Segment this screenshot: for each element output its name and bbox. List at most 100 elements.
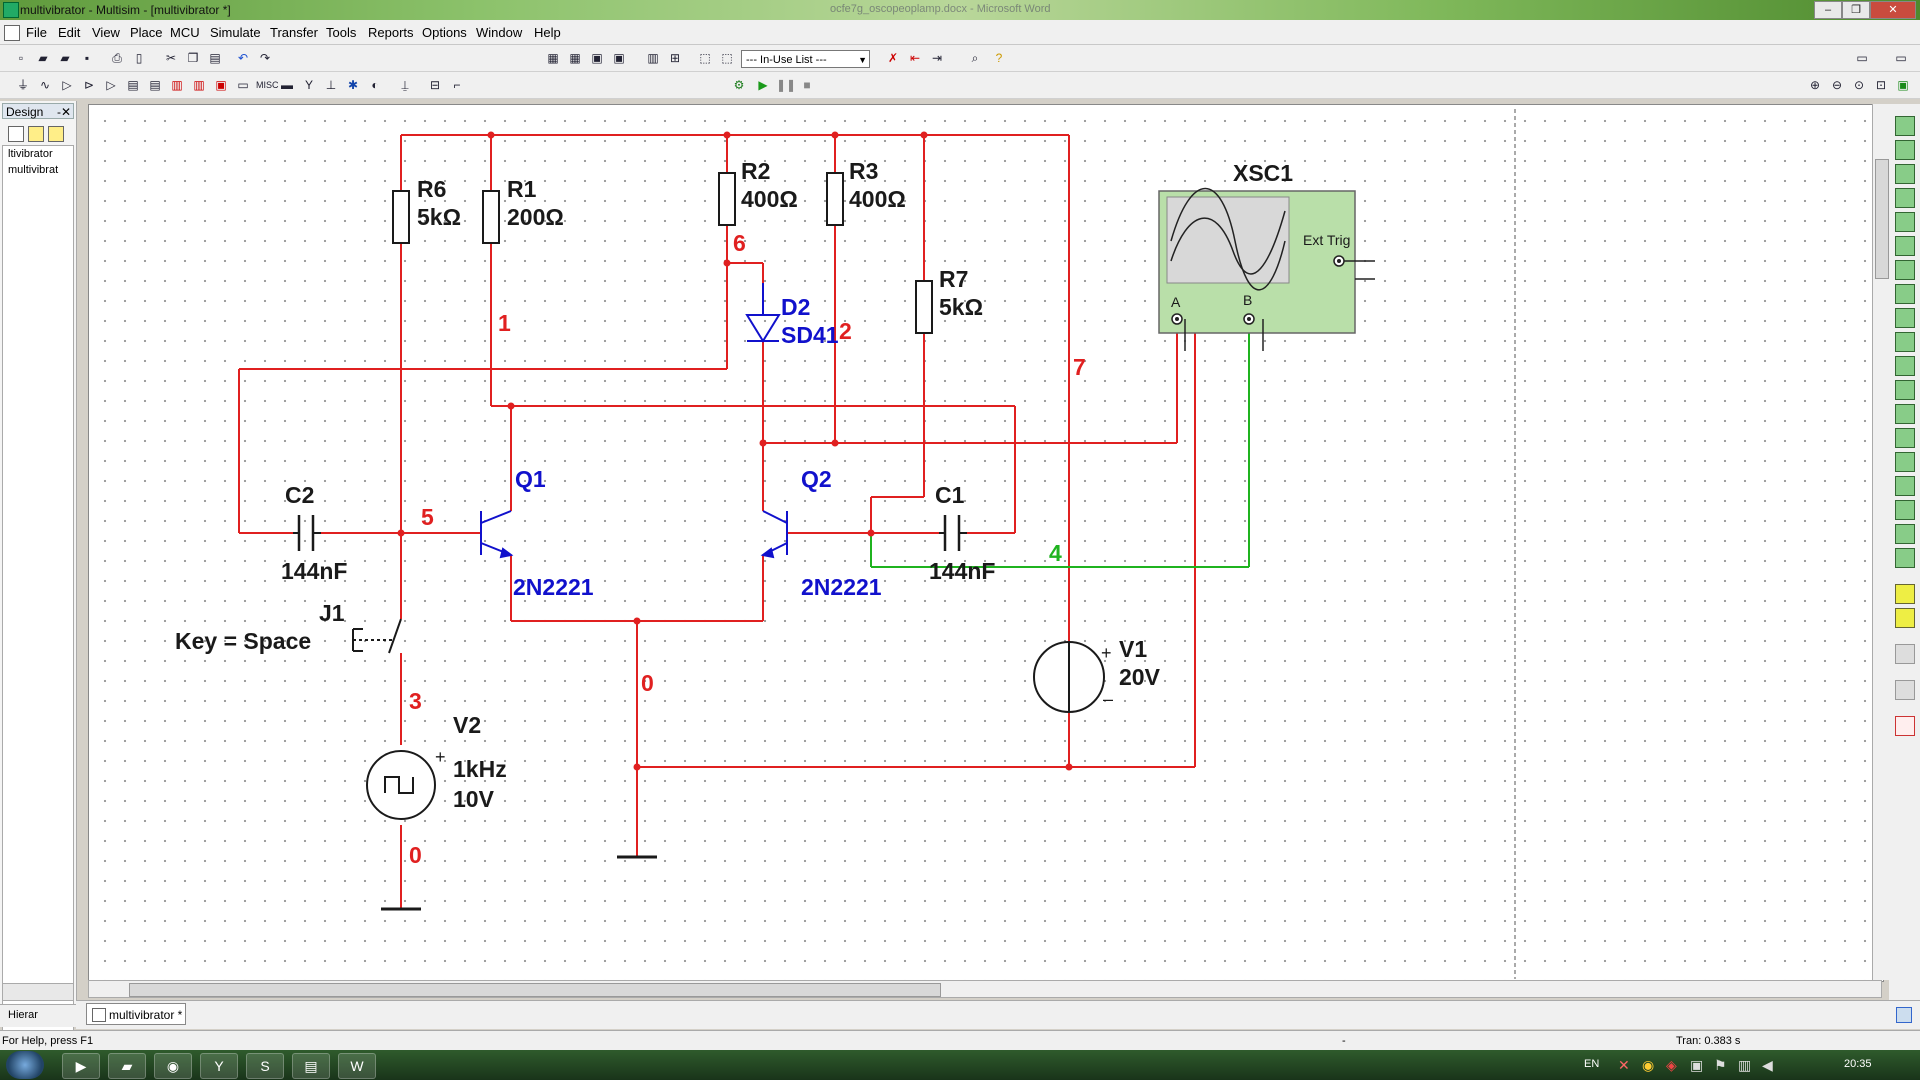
find-examples-icon[interactable]: ⌕ [971,51,979,65]
stop-simulation-button[interactable]: ■ [803,78,811,92]
menu-window[interactable]: Window [476,25,523,40]
place-advanced-icon[interactable]: ▬ [281,78,293,92]
create-component-icon[interactable]: ⊞ [669,51,681,65]
menu-options[interactable]: Options [422,25,467,40]
place-hierarchical-icon[interactable]: ◐ [371,78,379,92]
network-analyzer-icon[interactable] [1895,428,1915,448]
menu-help[interactable]: Help [534,25,561,40]
open-folder-icon[interactable]: ▰ [38,51,48,65]
panel-icon[interactable]: ▭ [1895,51,1907,65]
switch-j1[interactable] [352,618,402,654]
open-sample-icon[interactable]: ▰ [60,51,70,65]
spreadsheet-icon[interactable]: ▦ [569,51,581,65]
word-icon[interactable]: W [338,1053,376,1079]
place-misc-digital-icon[interactable]: ▥ [171,78,183,92]
ni-elvismx-icon[interactable] [1895,608,1915,628]
save-design-icon[interactable] [48,126,64,142]
agilent-oscilloscope-icon[interactable] [1895,500,1915,520]
close-button[interactable]: ✕ [1870,1,1916,19]
place-cmos-icon[interactable]: ▤ [149,78,161,92]
menu-place[interactable]: Place [130,25,163,40]
measurement-probe-icon[interactable] [1895,548,1915,568]
pin-icon[interactable]: - [57,105,61,119]
skype-icon[interactable]: S [246,1053,284,1079]
probe-icon[interactable] [1895,680,1915,700]
transistor-q2[interactable] [760,510,788,559]
agilent-generator-icon[interactable] [1895,452,1915,472]
pause-simulation-button[interactable]: ❚❚ [776,78,797,92]
distortion-analyzer-icon[interactable] [1895,380,1915,400]
multimeter-icon[interactable] [1895,116,1915,136]
place-indicator-icon[interactable]: ▣ [215,78,227,92]
vertical-scrollbar[interactable] [1872,104,1891,980]
menu-mcu[interactable]: MCU [170,25,200,40]
redo-icon[interactable]: ↷ [259,51,271,65]
close-icon[interactable]: ✕ [60,105,71,119]
zoom-in-icon[interactable]: ⊕ [1809,78,1821,92]
transistor-q1[interactable] [480,510,514,559]
place-misc-icon[interactable]: MISC [256,80,279,90]
layout-icon[interactable]: ▭ [1856,51,1868,65]
tree-item[interactable]: ltivibrator [8,148,53,160]
open-design-icon[interactable] [28,126,44,142]
erc-icon[interactable]: ✗ [887,51,899,65]
tray-icon[interactable]: ◈ [1666,1057,1677,1073]
oscilloscope-xsc1[interactable] [1158,187,1375,352]
place-ttl-icon[interactable]: ▤ [127,78,139,92]
in-use-icon[interactable]: ⬚ [721,51,733,65]
place-power-icon[interactable]: ▭ [237,78,249,92]
simulate-settings-icon[interactable]: ⚙ [733,78,745,92]
place-mixed-icon[interactable]: ▥ [193,78,205,92]
zoom-page-icon[interactable]: ⊡ [1875,78,1887,92]
tree-item[interactable]: multivibrat [8,164,59,176]
source-v1[interactable] [1033,641,1105,713]
pen-icon[interactable] [1895,716,1915,736]
document-icon[interactable] [4,25,20,41]
undo-icon[interactable]: ↶ [237,51,249,65]
current-probe-icon[interactable] [1895,644,1915,664]
logic-converter-icon[interactable] [1895,332,1915,352]
save-icon[interactable]: ▪ [84,51,90,65]
network-icon[interactable]: ▥ [1738,1057,1752,1073]
menu-reports[interactable]: Reports [368,25,414,40]
menu-edit[interactable]: Edit [58,25,81,40]
grapher-icon[interactable]: ▣ [591,51,603,65]
copy-icon[interactable]: ❐ [187,51,199,65]
place-basic-icon[interactable]: ∿ [39,78,51,92]
print-icon[interactable]: ⎙ [112,51,122,65]
new-file-icon[interactable]: ▫ [18,51,24,65]
tray-icon[interactable]: ▣ [1690,1057,1704,1073]
horizontal-scroll-thumb[interactable] [129,983,941,997]
full-screen-icon[interactable]: ▣ [1897,78,1909,92]
place-diode-icon[interactable]: ▷ [62,78,72,92]
tab-multivibrator[interactable]: multivibrator * [86,1003,186,1025]
media-player-icon[interactable]: ▶ [62,1053,100,1079]
zoom-area-icon[interactable]: ⊙ [1853,78,1865,92]
frequency-counter-icon[interactable] [1895,260,1915,280]
place-electromech-icon[interactable]: ⊥ [325,78,337,92]
component-wizard-icon[interactable]: ⬚ [699,51,711,65]
diode-d2[interactable] [745,283,781,343]
word-generator-icon[interactable] [1895,284,1915,304]
labview-instrument-icon[interactable] [1895,584,1915,604]
place-rf-icon[interactable]: Y [304,78,313,92]
restore-button[interactable]: ❐ [1842,1,1870,19]
place-mcu-icon[interactable]: ✱ [347,78,359,92]
chrome-icon[interactable]: ◉ [154,1053,192,1079]
place-bus-icon[interactable]: ⍊ [401,78,409,92]
database-manager-icon[interactable]: ▥ [647,51,659,65]
new-design-icon[interactable] [8,126,24,142]
agilent-multimeter-icon[interactable] [1895,476,1915,496]
schematic-canvas[interactable]: R6 5kΩ R1 200Ω R2 400Ω R3 400Ω R7 5kΩ C2… [88,104,1884,982]
logic-analyzer-icon[interactable] [1895,308,1915,328]
tab-menu-icon[interactable] [1896,1007,1912,1023]
place-connector-icon[interactable]: ⊟ [429,78,441,92]
menu-view[interactable]: View [92,25,120,40]
clock[interactable]: 20:35 [1844,1058,1872,1070]
horizontal-scrollbar[interactable] [88,980,1882,998]
explorer-icon[interactable]: ▰ [108,1053,146,1079]
menu-tools[interactable]: Tools [326,25,357,40]
cut-icon[interactable]: ✂ [165,51,177,65]
hierarchy-tab[interactable]: Hierar [8,1009,38,1021]
function-generator-icon[interactable] [1895,140,1915,160]
